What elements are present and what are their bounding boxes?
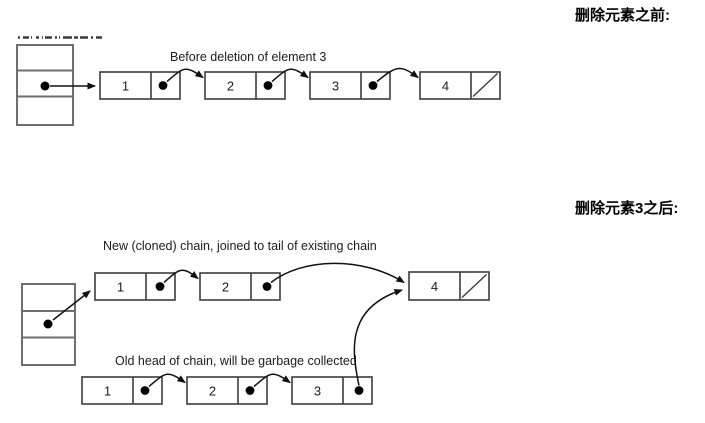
null-slash (472, 72, 498, 98)
join-to-tail-arrow (270, 262, 405, 284)
list-node: 1 (99, 71, 181, 100)
new-chain-node: 1 (94, 272, 176, 301)
next-arrow (166, 68, 204, 83)
null-slash (461, 273, 487, 299)
shared-tail-node: 4 (408, 271, 490, 301)
old-chain-node: 2 (186, 376, 268, 405)
node-value: 3 (314, 384, 321, 399)
before-deletion-cn-label: 删除元素之前: (575, 7, 670, 24)
node-value: 3 (332, 79, 339, 94)
next-pointer-dot (158, 81, 168, 90)
after-deletion-diagram: New (cloned) chain, joined to tail of ex… (21, 239, 490, 405)
next-pointer-dot (354, 386, 364, 395)
next-arrow (163, 269, 199, 284)
node-value: 2 (227, 79, 234, 94)
head-pointer-dot (40, 81, 50, 91)
node-value: 1 (117, 280, 124, 295)
old-to-tail-arrow (353, 288, 403, 386)
before-deletion-caption: Before deletion of element 3 (170, 50, 326, 64)
node-value: 1 (104, 384, 111, 399)
head-pointer-arrow (52, 290, 91, 321)
next-arrow (148, 373, 186, 388)
head-pointer-dot (43, 319, 53, 329)
node-value: 2 (222, 280, 229, 295)
next-arrow (376, 67, 419, 83)
next-pointer-dot (155, 282, 165, 291)
list-node-tail: 4 (419, 71, 501, 100)
list-node: 2 (204, 71, 286, 100)
next-pointer-dot (140, 386, 150, 395)
new-chain-node: 2 (199, 272, 281, 301)
old-chain-caption: Old head of chain, will be garbage colle… (115, 354, 357, 368)
node-value: 4 (442, 79, 449, 94)
node-value: 4 (431, 279, 438, 294)
next-pointer-dot (368, 81, 378, 90)
next-pointer-dot (245, 386, 255, 395)
next-pointer-dot (263, 81, 273, 90)
next-arrow (271, 68, 309, 83)
old-chain-node: 3 (291, 376, 373, 405)
new-chain-caption: New (cloned) chain, joined to tail of ex… (103, 239, 377, 253)
before-deletion-diagram: Before deletion of element 3 1 2 (16, 36, 501, 126)
old-chain-node: 1 (81, 376, 163, 405)
next-arrow (253, 373, 291, 388)
list-node: 3 (309, 71, 391, 100)
node-value: 1 (122, 79, 129, 94)
after-deletion-cn-label: 删除元素3之后: (575, 200, 679, 217)
node-value: 2 (209, 384, 216, 399)
next-pointer-dot (262, 282, 272, 291)
